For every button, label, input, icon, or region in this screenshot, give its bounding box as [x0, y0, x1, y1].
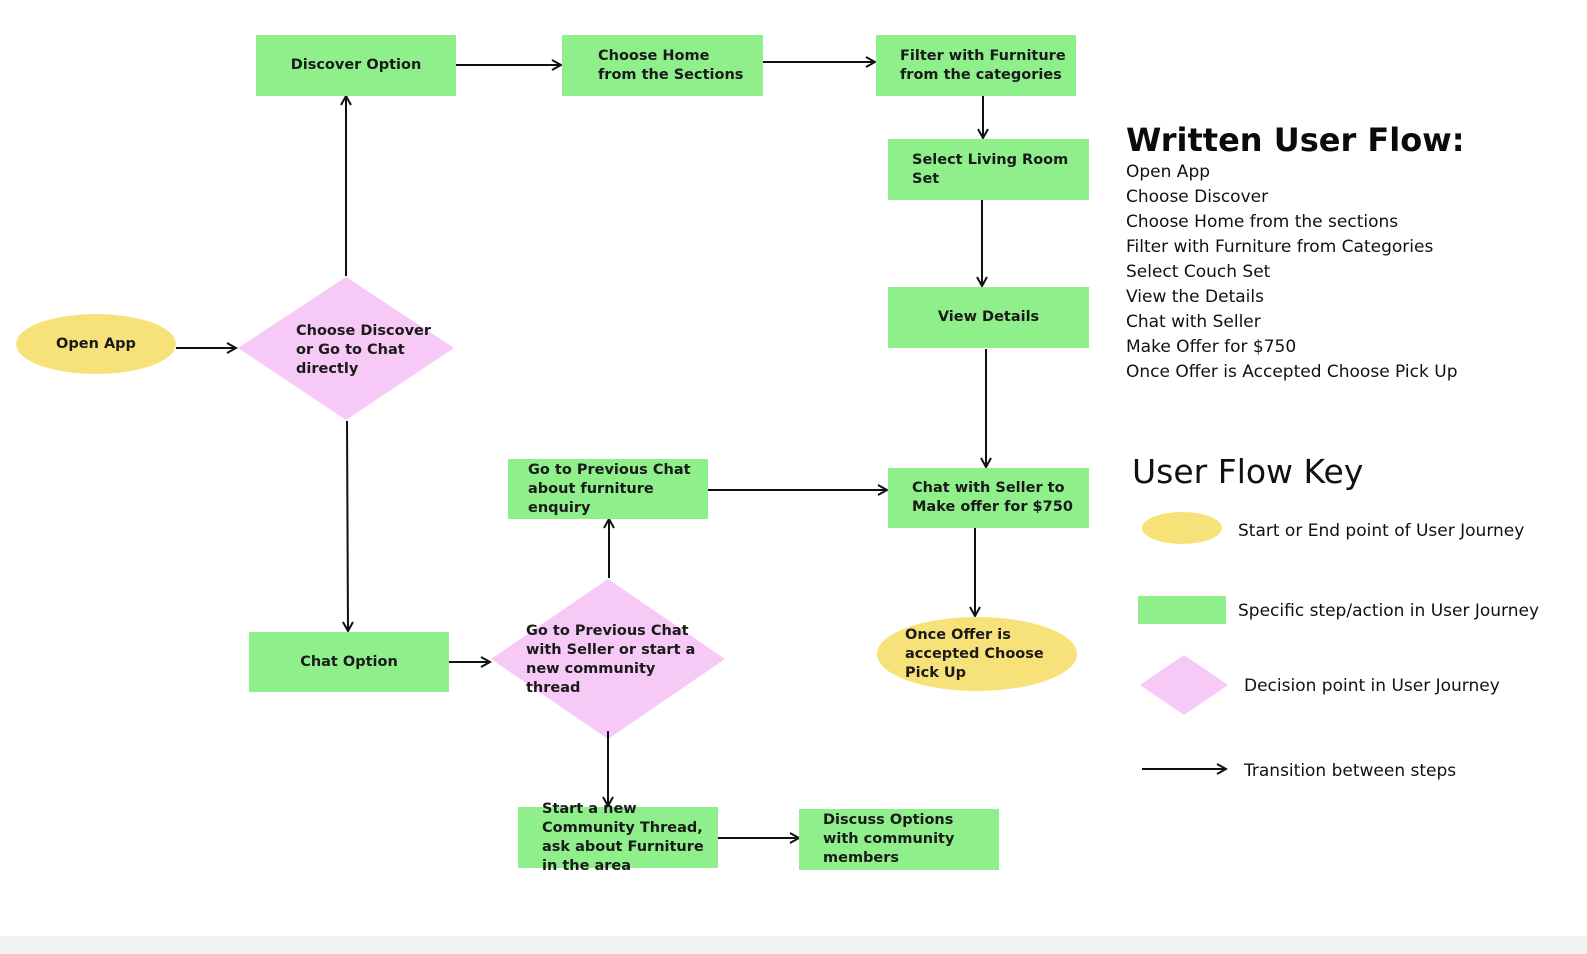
- written-step: Chat with Seller: [1126, 312, 1261, 332]
- decision-diamond-choose: [238, 277, 454, 420]
- written-user-flow: Written User Flow: Open App Choose Disco…: [1126, 120, 1576, 385]
- node-view-details: View Details: [888, 287, 1089, 348]
- node-chat-decision-label: Go to Previous Chat with Seller or start…: [526, 623, 696, 696]
- key-rect-shape: [1138, 596, 1226, 624]
- key-label-arrow: Transition between steps: [1244, 761, 1457, 781]
- node-chat-option: Chat Option: [249, 632, 449, 692]
- node-pick-up: Once Offer is accepted Choose Pick Up: [877, 617, 1077, 691]
- written-step: Once Offer is Accepted Choose Pick Up: [1126, 362, 1458, 382]
- node-chat-decision: Go to Previous Chat with Seller or start…: [526, 623, 711, 696]
- node-select-living-room-label: Select Living Room Set: [912, 151, 1069, 187]
- written-step: Make Offer for $750: [1126, 337, 1297, 357]
- key-label-rect: Specific step/action in User Journey: [1238, 601, 1540, 621]
- node-choose-home: Choose Home from the Sections: [562, 35, 763, 96]
- node-choose-discover-or-chat-label: Choose Discover or Go to Chat directly: [296, 322, 432, 377]
- written-step: Choose Home from the sections: [1126, 212, 1399, 232]
- node-new-thread: Start a new Community Thread, ask about …: [518, 801, 718, 874]
- written-step: Open App: [1126, 162, 1211, 182]
- node-chat-option-label: Chat Option: [300, 653, 398, 670]
- node-filter-furniture-label: Filter with Furniture from the categorie…: [900, 47, 1066, 83]
- node-choose-discover-or-chat: Choose Discover or Go to Chat directly: [296, 320, 446, 380]
- node-discover-option: Discover Option: [256, 35, 456, 96]
- written-step: Choose Discover: [1126, 187, 1269, 207]
- node-view-details-label: View Details: [937, 309, 1040, 325]
- key-title: User Flow Key: [1132, 452, 1364, 491]
- node-chat-seller-offer: Chat with Seller to Make offer for $750: [888, 468, 1089, 528]
- node-open-app-label: Open App: [56, 335, 136, 352]
- node-discover-option-label: Discover Option: [290, 57, 422, 73]
- node-discuss-options: Discuss Options with community members: [799, 809, 999, 870]
- written-step: View the Details: [1126, 287, 1264, 307]
- node-previous-chat: Go to Previous Chat about furniture enqu…: [508, 459, 708, 519]
- node-filter-furniture: Filter with Furniture from the categorie…: [876, 35, 1076, 96]
- bottom-strip: [0, 936, 1587, 954]
- key-diamond-shape: [1140, 655, 1228, 715]
- node-select-living-room: Select Living Room Set: [888, 139, 1089, 200]
- node-previous-chat-label: Go to Previous Chat about furniture enqu…: [528, 461, 691, 516]
- written-step: Select Couch Set: [1126, 262, 1271, 282]
- node-choose-home-label: Choose Home from the Sections: [598, 47, 744, 83]
- key-label-diamond: Decision point in User Journey: [1244, 676, 1500, 696]
- key-oval-shape: [1142, 512, 1222, 544]
- node-open-app: Open App: [16, 314, 176, 374]
- node-pick-up-label: Once Offer is accepted Choose Pick Up: [905, 626, 1044, 681]
- node-discuss-options-label: Discuss Options with community members: [823, 812, 955, 866]
- node-new-thread-label: Start a new Community Thread, ask about …: [542, 800, 704, 874]
- key-label-oval: Start or End point of User Journey: [1238, 521, 1525, 541]
- decision-diamond-chat: [491, 579, 725, 739]
- node-chat-seller-offer-label: Chat with Seller to Make offer for $750: [912, 480, 1073, 515]
- written-step: Filter with Furniture from Categories: [1126, 237, 1434, 257]
- written-flow-title: Written User Flow:: [1126, 121, 1465, 159]
- arrow-decision-to-chat-option: [347, 420, 348, 631]
